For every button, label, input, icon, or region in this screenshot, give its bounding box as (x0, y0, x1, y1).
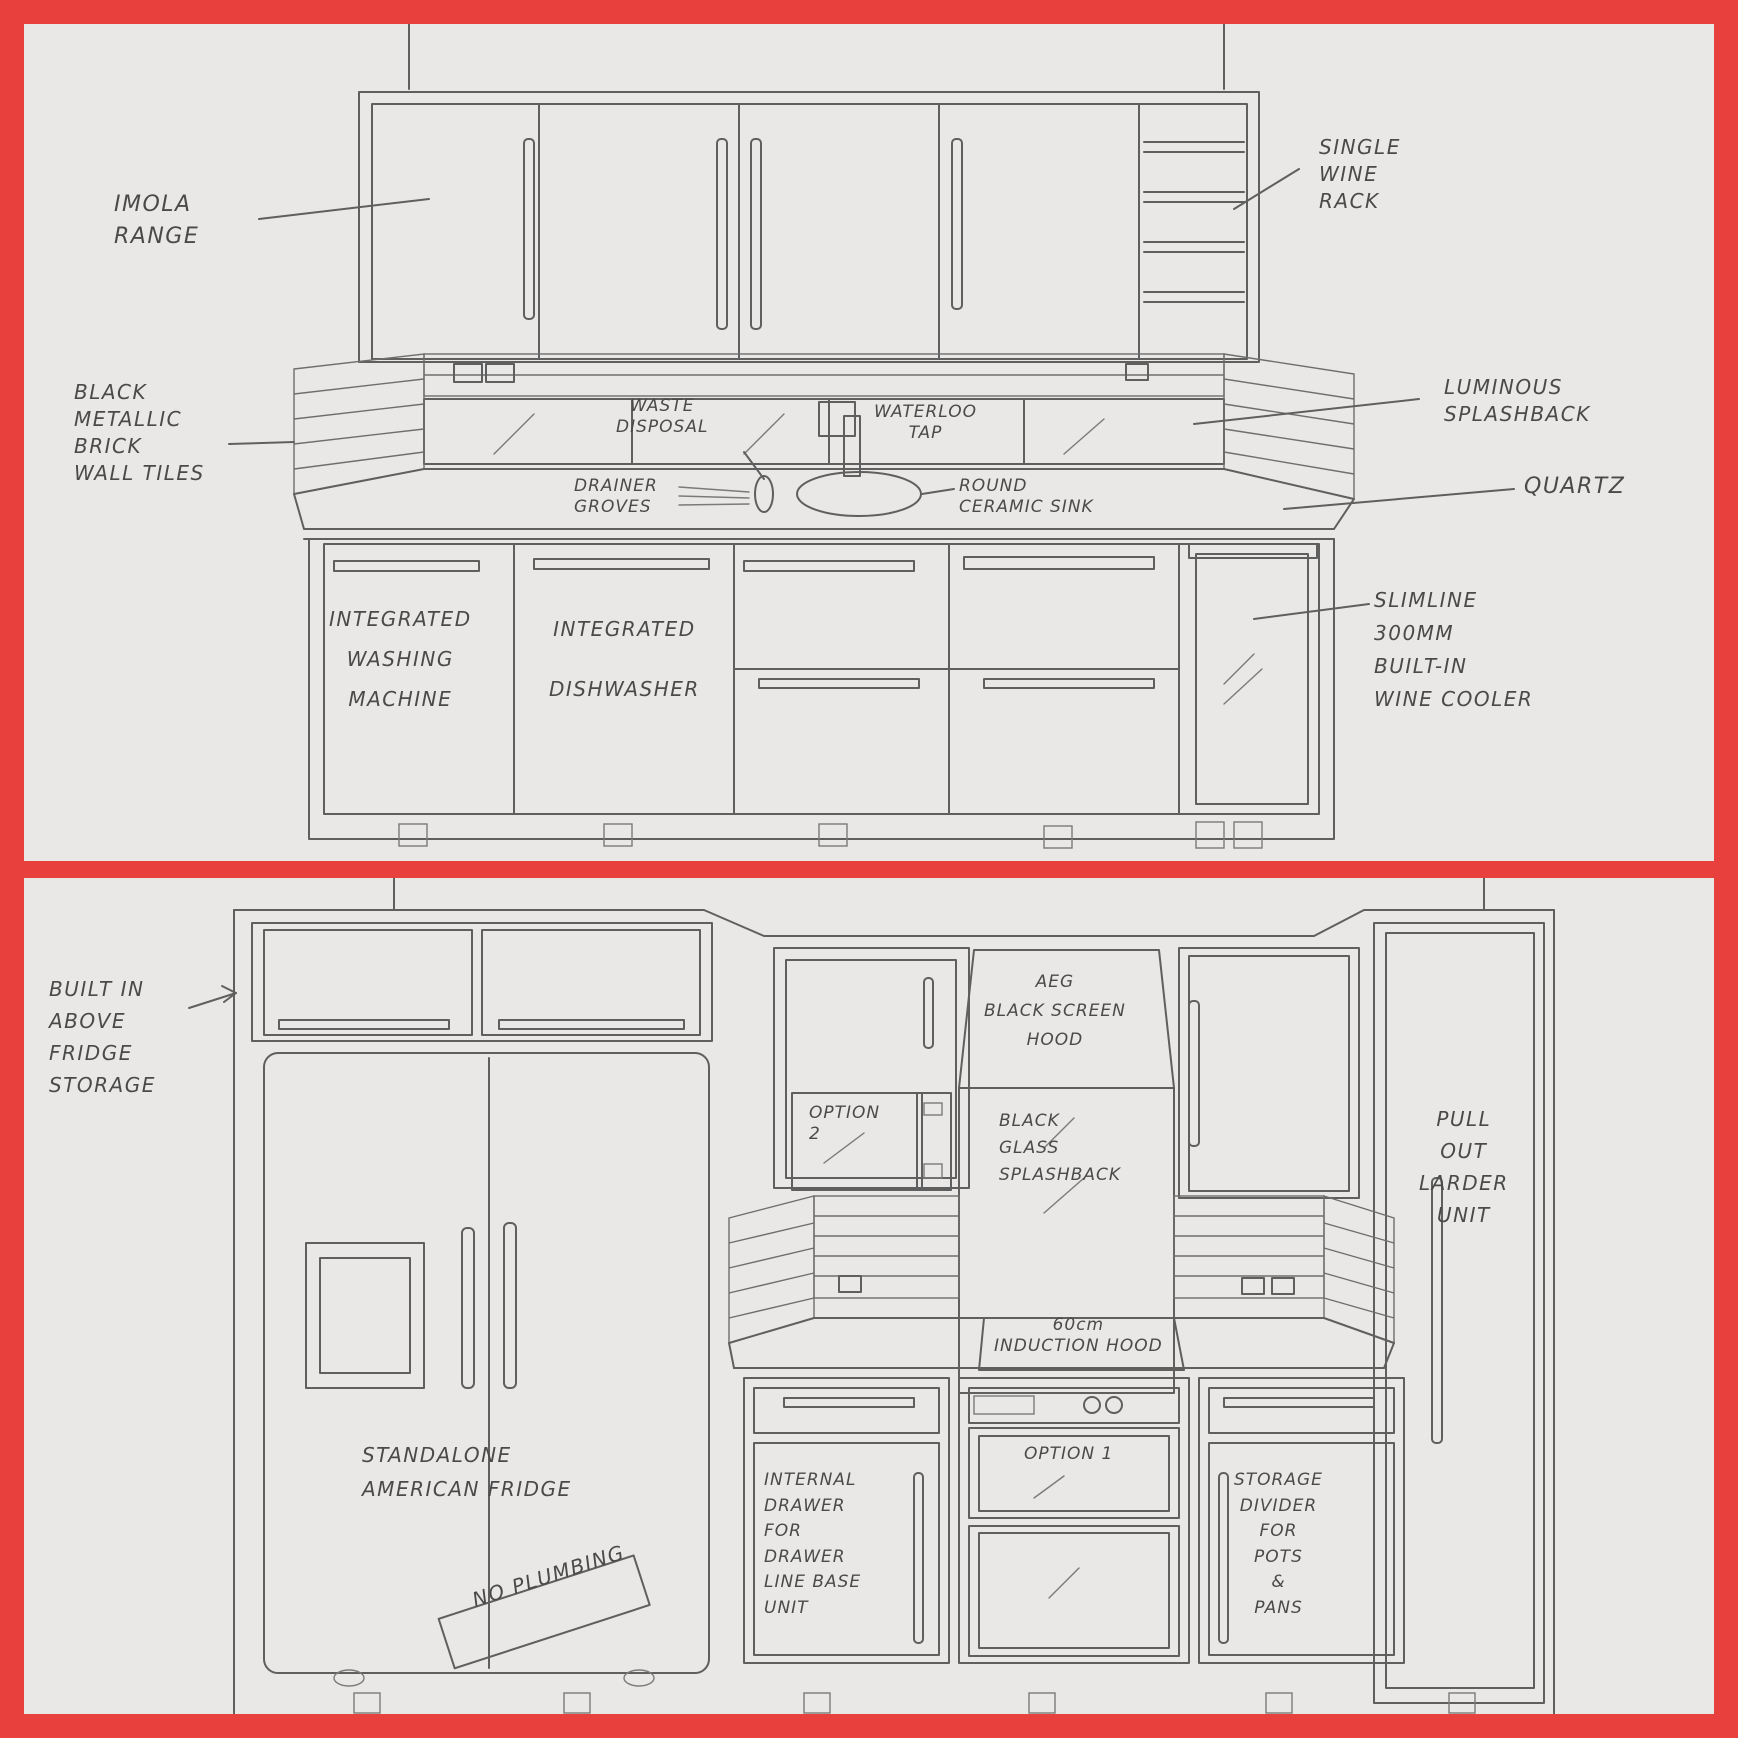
label-standalone-american-fridge: STANDALONE AMERICAN FRIDGE (362, 1443, 572, 1501)
label-waste-disposal: WASTE DISPOSAL (616, 396, 709, 438)
plinth-vents (353, 1692, 1476, 1714)
single-wine-rack (1143, 141, 1245, 303)
label-imola-range: IMOLA RANGE (114, 192, 200, 249)
bottom-elevation-drawing (188, 878, 1555, 1714)
label-pull-out-larder-unit: PULL OUT LARDER UNIT (1419, 1107, 1509, 1227)
induction-hob (978, 1317, 1185, 1371)
brick-wall-tiles-left (728, 1195, 960, 1344)
left-brick-wall-tiles (293, 353, 425, 495)
socket-icon (485, 363, 515, 383)
label-waterloo-tap: WATERLOO TAP (874, 402, 978, 444)
label-option-1: OPTION 1 (1024, 1444, 1114, 1464)
label-slimline-wine-cooler: SLIMLINE 300MM BUILT-IN WINE COOLER (1374, 588, 1534, 711)
label-aeg-black-screen-hood: AEG BLACK SCREEN HOOD (984, 972, 1126, 1050)
top-elevation-drawing (228, 24, 1515, 849)
quartz-worktop (293, 468, 1355, 540)
american-fridge (263, 1052, 710, 1687)
luminous-splashback (423, 398, 1225, 465)
socket-icon (453, 363, 483, 383)
label-black-metallic-brick-wall-tiles: BLACK METALLIC BRICK WALL TILES (74, 380, 205, 485)
pull-out-larder-unit (1373, 922, 1545, 1704)
waste-disposal (754, 475, 774, 513)
label-quartz: QUARTZ (1524, 474, 1626, 499)
right-brick-wall-tiles (1223, 353, 1355, 500)
kitchen-elevation-top-panel: IMOLA RANGE SINGLE WINE RACK BLACK METAL… (24, 24, 1714, 861)
waterloo-tap (818, 401, 861, 477)
above-fridge-storage (251, 922, 713, 1042)
label-built-in-above-fridge-storage: BUILT IN ABOVE FRIDGE STORAGE (49, 977, 156, 1097)
no-plumbing-stamp (437, 1554, 651, 1670)
base-units (308, 538, 1335, 849)
tall-housing-right (1178, 947, 1360, 1199)
wall-cabinets (358, 91, 1260, 363)
splashback-brick-strip (423, 353, 1225, 397)
label-single-wine-rack: SINGLE WINE RACK (1319, 135, 1401, 213)
label-integrated-dishwasher: INTEGRATED DISHWASHER (549, 617, 700, 701)
brick-wall-tiles-right (1173, 1195, 1395, 1344)
socket-icon (1125, 363, 1149, 381)
label-integrated-washing-machine: INTEGRATED WASHING MACHINE (329, 607, 472, 711)
label-round-ceramic-sink: ROUND CERAMIC SINK (959, 476, 1094, 518)
label-luminous-splashback: LUMINOUS SPLASHBACK (1444, 375, 1591, 426)
label-internal-drawer: INTERNAL DRAWER FOR DRAWER LINE BASE UNI… (764, 1470, 862, 1618)
label-drainer-groves: DRAINER GROVES (574, 476, 658, 518)
label-option-2: OPTION 2 (809, 1103, 881, 1145)
tall-housing-left (773, 947, 970, 1191)
label-storage-divider: STORAGE DIVIDER FOR POTS & PANS (1234, 1470, 1323, 1618)
label-60cm-induction-hood: 60cm INDUCTION HOOD (994, 1315, 1163, 1357)
round-ceramic-sink (796, 471, 922, 517)
base-units-bottom (743, 1377, 1405, 1664)
kitchen-elevation-bottom-panel: BUILT IN ABOVE FRIDGE STORAGE AEG BLACK … (24, 878, 1714, 1714)
label-black-glass-splashback: BLACK GLASS SPLASHBACK (999, 1111, 1122, 1186)
